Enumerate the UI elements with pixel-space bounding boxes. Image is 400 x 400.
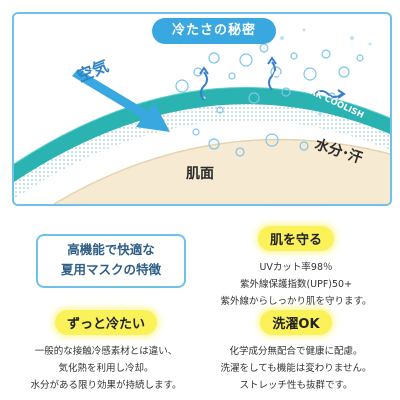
fabric-layer-dots <box>14 102 390 199</box>
water-bubbles <box>175 43 364 157</box>
feature-cool-text: 一般的な接触冷感素材とは違い、 気化熱を利用し冷却。 水分がある限り効果が持続し… <box>14 343 198 394</box>
feature-skin-text: UVカット率98％ 紫外線保護指数(UPF)50+ 紫外線からしっかり肌を守りま… <box>206 259 386 310</box>
cooling-diagram-panel: 空気 FOOTMARK COOLISH 水分･汗 肌面 冷たさの秘密 <box>12 12 392 206</box>
feature-cool-line-2: 気化熱を利用し冷却。 <box>58 363 154 374</box>
intro-box: 高機能で快適な 夏用マスクの特徴 <box>36 234 186 288</box>
skin-label: 肌面 <box>186 166 214 182</box>
feature-wash-heading: 洗濯OK <box>260 310 332 335</box>
feature-skin-line-1: UVカット率98％ <box>259 262 333 273</box>
skin-surface <box>54 139 390 204</box>
air-arrow <box>72 69 170 132</box>
feature-skin-protection: 肌を守る UVカット率98％ 紫外線保護指数(UPF)50+ 紫外線からしっかり… <box>206 226 386 310</box>
feature-skin-line-2: 紫外線保護指数(UPF)50+ <box>239 279 353 290</box>
feature-washable: 洗濯OK 化学成分無配合で健康に配慮。 洗濯をしても機能は変わりません。 ストレ… <box>206 310 386 394</box>
feature-skin-line-3: 紫外線からしっかり肌を守ります。 <box>220 296 372 307</box>
diagram-title: 冷たさの秘密 <box>152 18 276 44</box>
cooling-diagram: 空気 FOOTMARK COOLISH 水分･汗 肌面 <box>14 28 390 204</box>
skin-surface-line <box>53 138 390 204</box>
feature-wash-line-3: ストレッチ性も抜群です。 <box>239 380 353 391</box>
feature-cool-heading: ずっと冷たい <box>54 310 157 335</box>
feature-wash-line-2: 洗濯をしても機能は変わりません。 <box>220 363 372 374</box>
intro-line-2: 夏用マスクの特徴 <box>60 262 161 277</box>
feature-wash-text: 化学成分無配合で健康に配慮。 洗濯をしても機能は変わりません。 ストレッチ性も抜… <box>206 343 386 394</box>
intro-line-1: 高機能で快適な <box>67 242 155 257</box>
evaporation-arrows <box>199 56 346 101</box>
fabric-layer <box>14 87 390 182</box>
feature-cool-line-3: 水分がある限り効果が持続します。 <box>30 380 182 391</box>
feature-cooling: ずっと冷たい 一般的な接触冷感素材とは違い、 気化熱を利用し冷却。 水分がある限… <box>14 310 198 394</box>
feature-wash-line-1: 化学成分無配合で健康に配慮。 <box>229 346 363 357</box>
feature-cool-line-1: 一般的な接触冷感素材とは違い、 <box>34 346 178 357</box>
feature-skin-heading: 肌を守る <box>257 226 334 251</box>
